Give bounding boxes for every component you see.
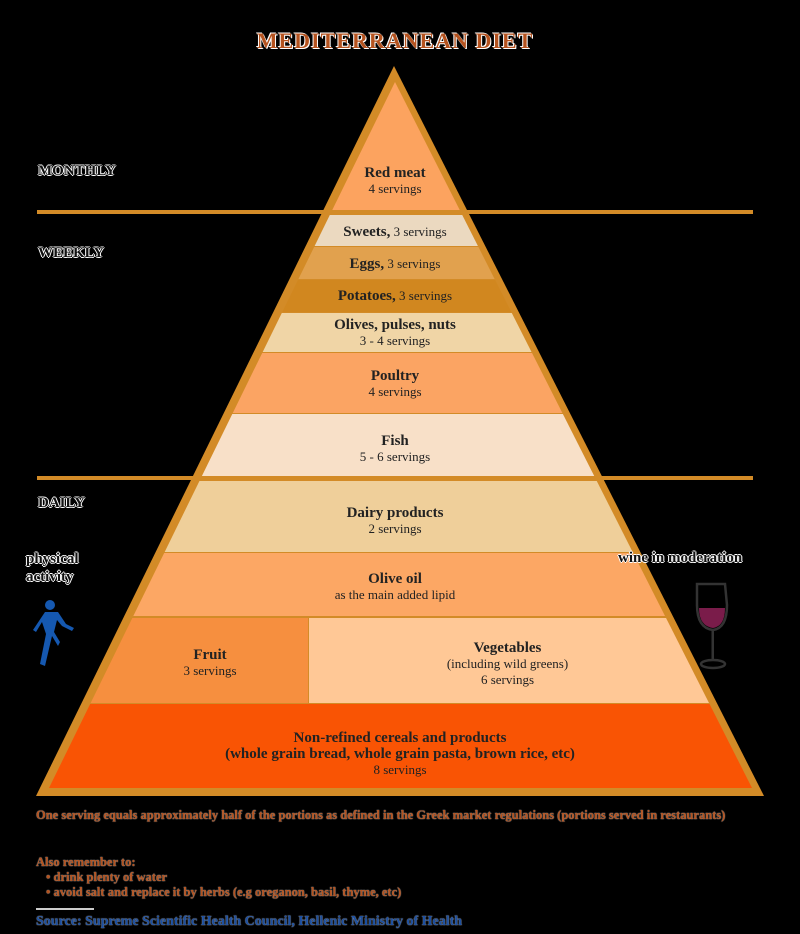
remember-item: • drink plenty of water — [46, 870, 168, 884]
band-servings: 3 servings — [387, 256, 441, 271]
band-servings: 4 servings — [368, 384, 422, 399]
band-name: Non-refined cereals and products — [293, 730, 507, 746]
band-servings: 8 servings — [373, 762, 427, 777]
band-name: Sweets, — [343, 224, 391, 240]
band-note: (whole grain bread, whole grain pasta, b… — [225, 746, 575, 762]
remember-item-text: avoid salt and replace it by herbs (e.g … — [53, 885, 402, 899]
band-sweets-text: Sweets, 3 servings — [250, 224, 540, 240]
band-servings: 4 servings — [368, 181, 422, 196]
band-note: (including wild greens) — [446, 656, 569, 671]
band-vegetables-text: Vegetables(including wild greens)6 servi… — [400, 640, 615, 688]
divider-weekly-daily — [37, 476, 753, 480]
band-name: Red meat — [364, 165, 426, 181]
band-servings: 6 servings — [480, 672, 535, 687]
serving-note: One serving equals approximately half of… — [36, 808, 726, 822]
band-servings: 5 - 6 servings — [359, 449, 431, 464]
band-servings: 2 servings — [368, 521, 422, 536]
band-servings: 3 servings — [183, 663, 237, 678]
source-rule — [36, 908, 94, 910]
source-text: Source: Supreme Scientific Health Counci… — [36, 914, 463, 929]
band-cereals — [49, 704, 752, 788]
band-name: Vegetables — [473, 640, 542, 656]
band-name: Poultry — [370, 368, 420, 384]
label-monthly: MONTHLY — [38, 163, 116, 179]
band-servings: as the main added lipid — [334, 587, 456, 602]
running-person-icon — [33, 600, 74, 666]
band-name: Fruit — [193, 647, 227, 663]
band-servings: 3 servings — [393, 224, 447, 239]
band-name: Fish — [381, 433, 409, 449]
remember-heading: Also remember to: — [36, 855, 136, 869]
band-name: Eggs, — [349, 256, 385, 272]
wine-glass-icon — [695, 582, 729, 670]
band-name: Dairy products — [346, 505, 444, 521]
label-weekly: WEEKLY — [38, 245, 105, 261]
band-name: Olive oil — [368, 571, 422, 587]
label-physical-activity: physical activity — [26, 550, 79, 586]
band-olive-oil — [49, 553, 752, 616]
label-wine: wine in moderation — [618, 550, 743, 566]
remember-item-text: drink plenty of water — [53, 870, 168, 884]
band-servings: 3 servings — [399, 288, 453, 303]
band-name: Potatoes, — [337, 288, 396, 304]
band-cereals-text: Non-refined cereals and products(whole g… — [150, 730, 650, 778]
band-eggs-text: Eggs, 3 servings — [250, 256, 540, 272]
remember-item: • avoid salt and replace it by herbs (e.… — [46, 885, 402, 899]
band-potatoes-text: Potatoes, 3 servings — [250, 288, 540, 304]
activity-text: activity — [26, 569, 74, 585]
title: MEDITERRANEAN DIET — [256, 28, 534, 53]
label-daily: DAILY — [38, 495, 85, 511]
divider-monthly-weekly — [37, 210, 753, 214]
band-name: Olives, pulses, nuts — [334, 317, 456, 333]
band-servings: 3 - 4 servings — [359, 333, 431, 348]
physical-text: physical — [26, 551, 79, 567]
